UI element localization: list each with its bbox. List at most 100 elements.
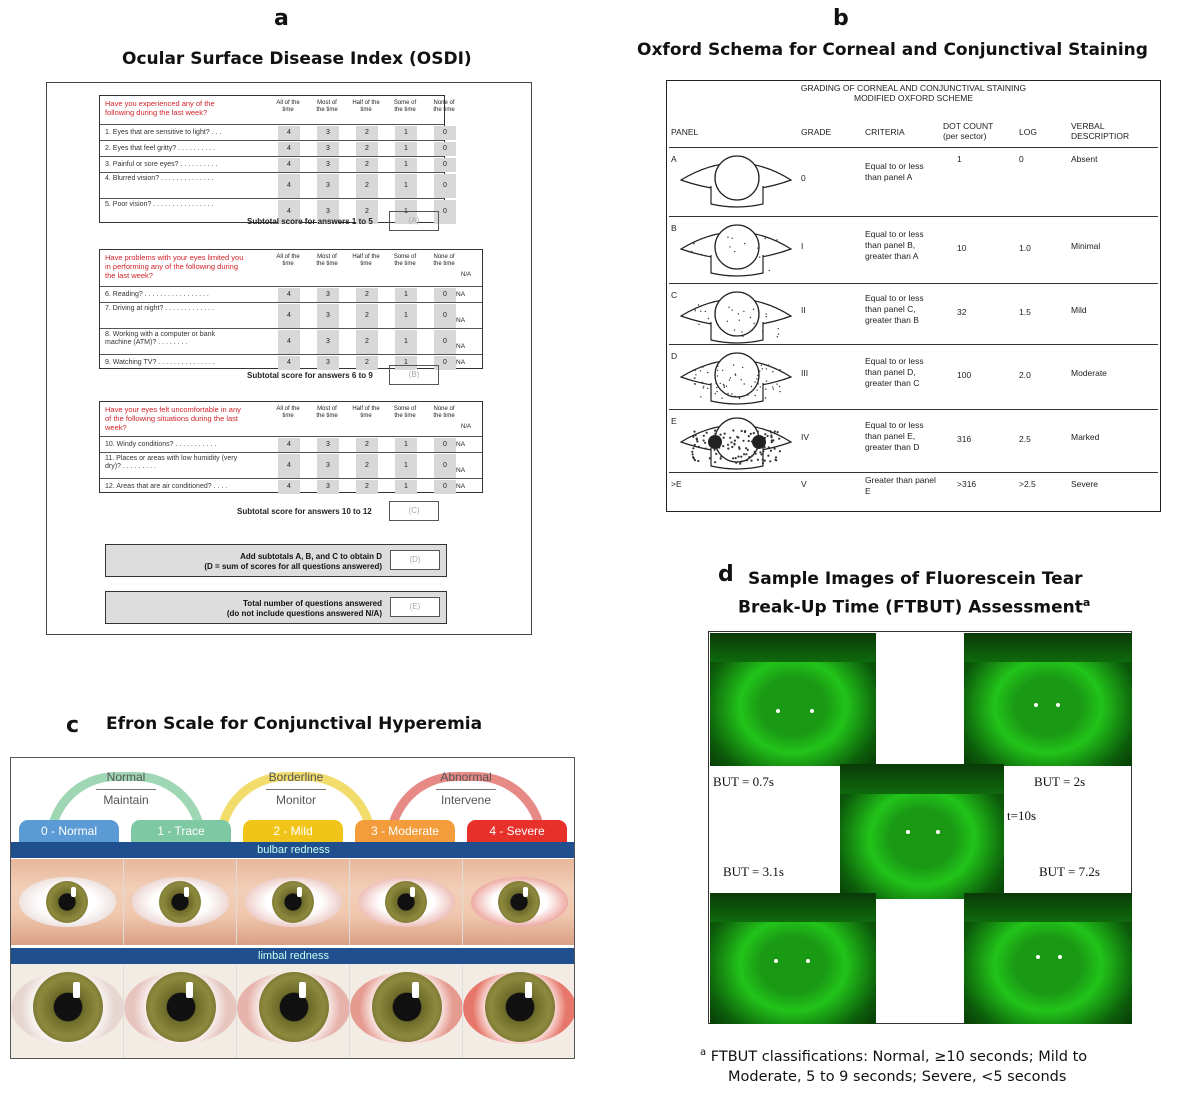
osdi-score-cell: 1	[395, 126, 417, 140]
osdi-score-cell: 0	[434, 454, 456, 478]
ftbut-image-bottom-left	[710, 893, 876, 1024]
osdi-score-cell: 4	[278, 174, 300, 198]
osdi-score-cell: 1	[395, 304, 417, 328]
	[936, 830, 940, 834]
panel-b-title: Oxford Schema for Corneal and Conjunctiv…	[637, 40, 1148, 60]
oxford-criteria: Equal to or less than panel B, greater t…	[865, 228, 924, 261]
osdi-item-label: 9. Watching TV? . . . . . . . . . . . . …	[105, 359, 215, 366]
osdi-row: 3. Painful or sore eyes? . . . . . . . .…	[100, 156, 456, 172]
osdi-col-header: Half of the time	[352, 100, 380, 113]
osdi-score-cell: 3	[317, 288, 339, 302]
oxford-eye-diagram	[679, 224, 793, 277]
limbal-eye-image	[11, 964, 124, 1058]
osdi-score-cell: 4	[278, 330, 300, 354]
oxford-schema-table: GRADING OF CORNEAL AND CONJUNCTIVAL STAI…	[666, 80, 1161, 512]
footnote-line-1: FTBUT classifications: Normal, ≥10 secon…	[706, 1048, 1088, 1065]
bulbar-eye-image	[124, 859, 237, 945]
osdi-score-cell: 1	[395, 142, 417, 156]
col-panel: PANEL	[671, 127, 699, 137]
oxford-panel-label: A	[671, 154, 677, 164]
osdi-na-cell: NA	[456, 441, 466, 448]
oxford-eye-diagram	[679, 352, 793, 405]
oxford-verbal: Absent	[1071, 154, 1098, 164]
oxford-dot-count: 316	[957, 433, 972, 444]
efron-grade-label: 0 - Normal	[19, 820, 119, 842]
oxford-dot-count: >316	[957, 479, 977, 489]
	[906, 830, 910, 834]
panel-d-title-2-text: Break-Up Time (FTBUT) Assessment	[738, 597, 1083, 618]
osdi-question-1: Have you experienced any of the followin…	[105, 99, 215, 117]
osdi-subtotal-1: Subtotal score for answers 1 to 5	[247, 217, 373, 226]
	[710, 633, 876, 663]
osdi-item-label: 8. Working with a computer or bank machi…	[105, 331, 215, 346]
osdi-row: 11. Places or areas with low humidity (v…	[100, 452, 482, 478]
	[33, 972, 103, 1042]
osdi-subtotal-box-3: (C)	[389, 501, 439, 521]
	[272, 881, 314, 923]
osdi-question-2: Have problems with your eyes limited you…	[105, 253, 244, 280]
osdi-score-cell: 3	[317, 200, 339, 224]
osdi-score-cell: 1	[395, 174, 417, 198]
osdi-table-3: Have your eyes felt uncomfortable in any…	[99, 401, 483, 494]
oxford-grade: IV	[801, 431, 810, 442]
oxford-dot-count: 10	[957, 242, 967, 253]
oxford-panel-label: E	[671, 416, 677, 426]
osdi-col-header: Some of the time	[393, 406, 417, 419]
oxford-dot-count: 100	[957, 369, 972, 380]
osdi-score-cell: 0	[434, 174, 456, 198]
osdi-score-cell: 0	[434, 200, 456, 224]
osdi-item-label: 1. Eyes that are sensitive to light? . .…	[105, 129, 222, 136]
osdi-score-cell: 2	[356, 330, 378, 354]
ftbut-footnote-1: a FTBUT classifications: Normal, ≥10 sec…	[700, 1042, 1087, 1068]
osdi-item-label: 7. Driving at night? . . . . . . . . . .…	[105, 305, 214, 312]
bulbar-redness-band: bulbar redness	[11, 842, 574, 858]
osdi-score-cell: 4	[278, 438, 300, 452]
	[372, 972, 442, 1042]
oxford-verbal: Severe	[1071, 479, 1098, 489]
osdi-na-cell: NA	[456, 483, 466, 490]
	[73, 982, 80, 998]
osdi-score-cell: 0	[434, 288, 456, 302]
osdi-row: 1. Eyes that are sensitive to light? . .…	[100, 124, 456, 140]
panel-d-title-1: Sample Images of Fluorescein Tear	[748, 569, 1083, 589]
osdi-col-header: Most of the time	[316, 100, 338, 113]
osdi-col-header: None of the time	[433, 254, 455, 267]
osdi-col-header: Most of the time	[316, 254, 338, 267]
osdi-sum_d-line2: (D = sum of scores for all questions ans…	[204, 562, 382, 571]
osdi-score-cell: 1	[395, 480, 417, 494]
osdi-row: 4. Blurred vision? . . . . . . . . . . .…	[100, 172, 456, 198]
osdi-item-label: 11. Places or areas with low humidity (v…	[105, 455, 238, 470]
	[1036, 955, 1040, 959]
osdi-table-1: Have you experienced any of the followin…	[99, 95, 456, 224]
oxford-panel-label: D	[671, 351, 678, 361]
osdi-col-header: All of the time	[276, 254, 300, 267]
oxford-criteria: Equal to or less than panel D, greater t…	[865, 355, 924, 388]
osdi-score-cell: 4	[278, 288, 300, 302]
oxford-verbal: Moderate	[1071, 367, 1107, 378]
osdi-item-label: 2. Eyes that feel gritty? . . . . . . . …	[105, 145, 216, 152]
	[710, 893, 876, 922]
ftbut-image-center	[840, 764, 1004, 899]
osdi-sum_e-line1: Total number of questions answered	[243, 599, 382, 608]
oxford-verbal: Minimal	[1071, 240, 1101, 251]
osdi-row: 8. Working with a computer or bank machi…	[100, 328, 482, 354]
efron-category-divider	[96, 789, 156, 790]
efron-category-bottom: Monitor	[275, 793, 316, 807]
	[46, 881, 88, 923]
panel-c-title: Efron Scale for Conjunctival Hyperemia	[106, 714, 483, 734]
osdi-score-cell: 2	[356, 200, 378, 224]
osdi-row: 10. Windy conditions? . . . . . . . . . …	[100, 436, 482, 452]
osdi-score-cell: 3	[317, 330, 339, 354]
limbal-redness-band: limbal redness	[11, 948, 574, 964]
col-verbal-l1: VERBAL	[1071, 121, 1105, 131]
osdi-score-cell: 4	[278, 454, 300, 478]
oxford-grade: III	[801, 367, 809, 378]
osdi-col-header: All of the time	[276, 406, 300, 419]
osdi-score-cell: 4	[278, 480, 300, 494]
oxford-log: 1.5	[1019, 306, 1031, 317]
